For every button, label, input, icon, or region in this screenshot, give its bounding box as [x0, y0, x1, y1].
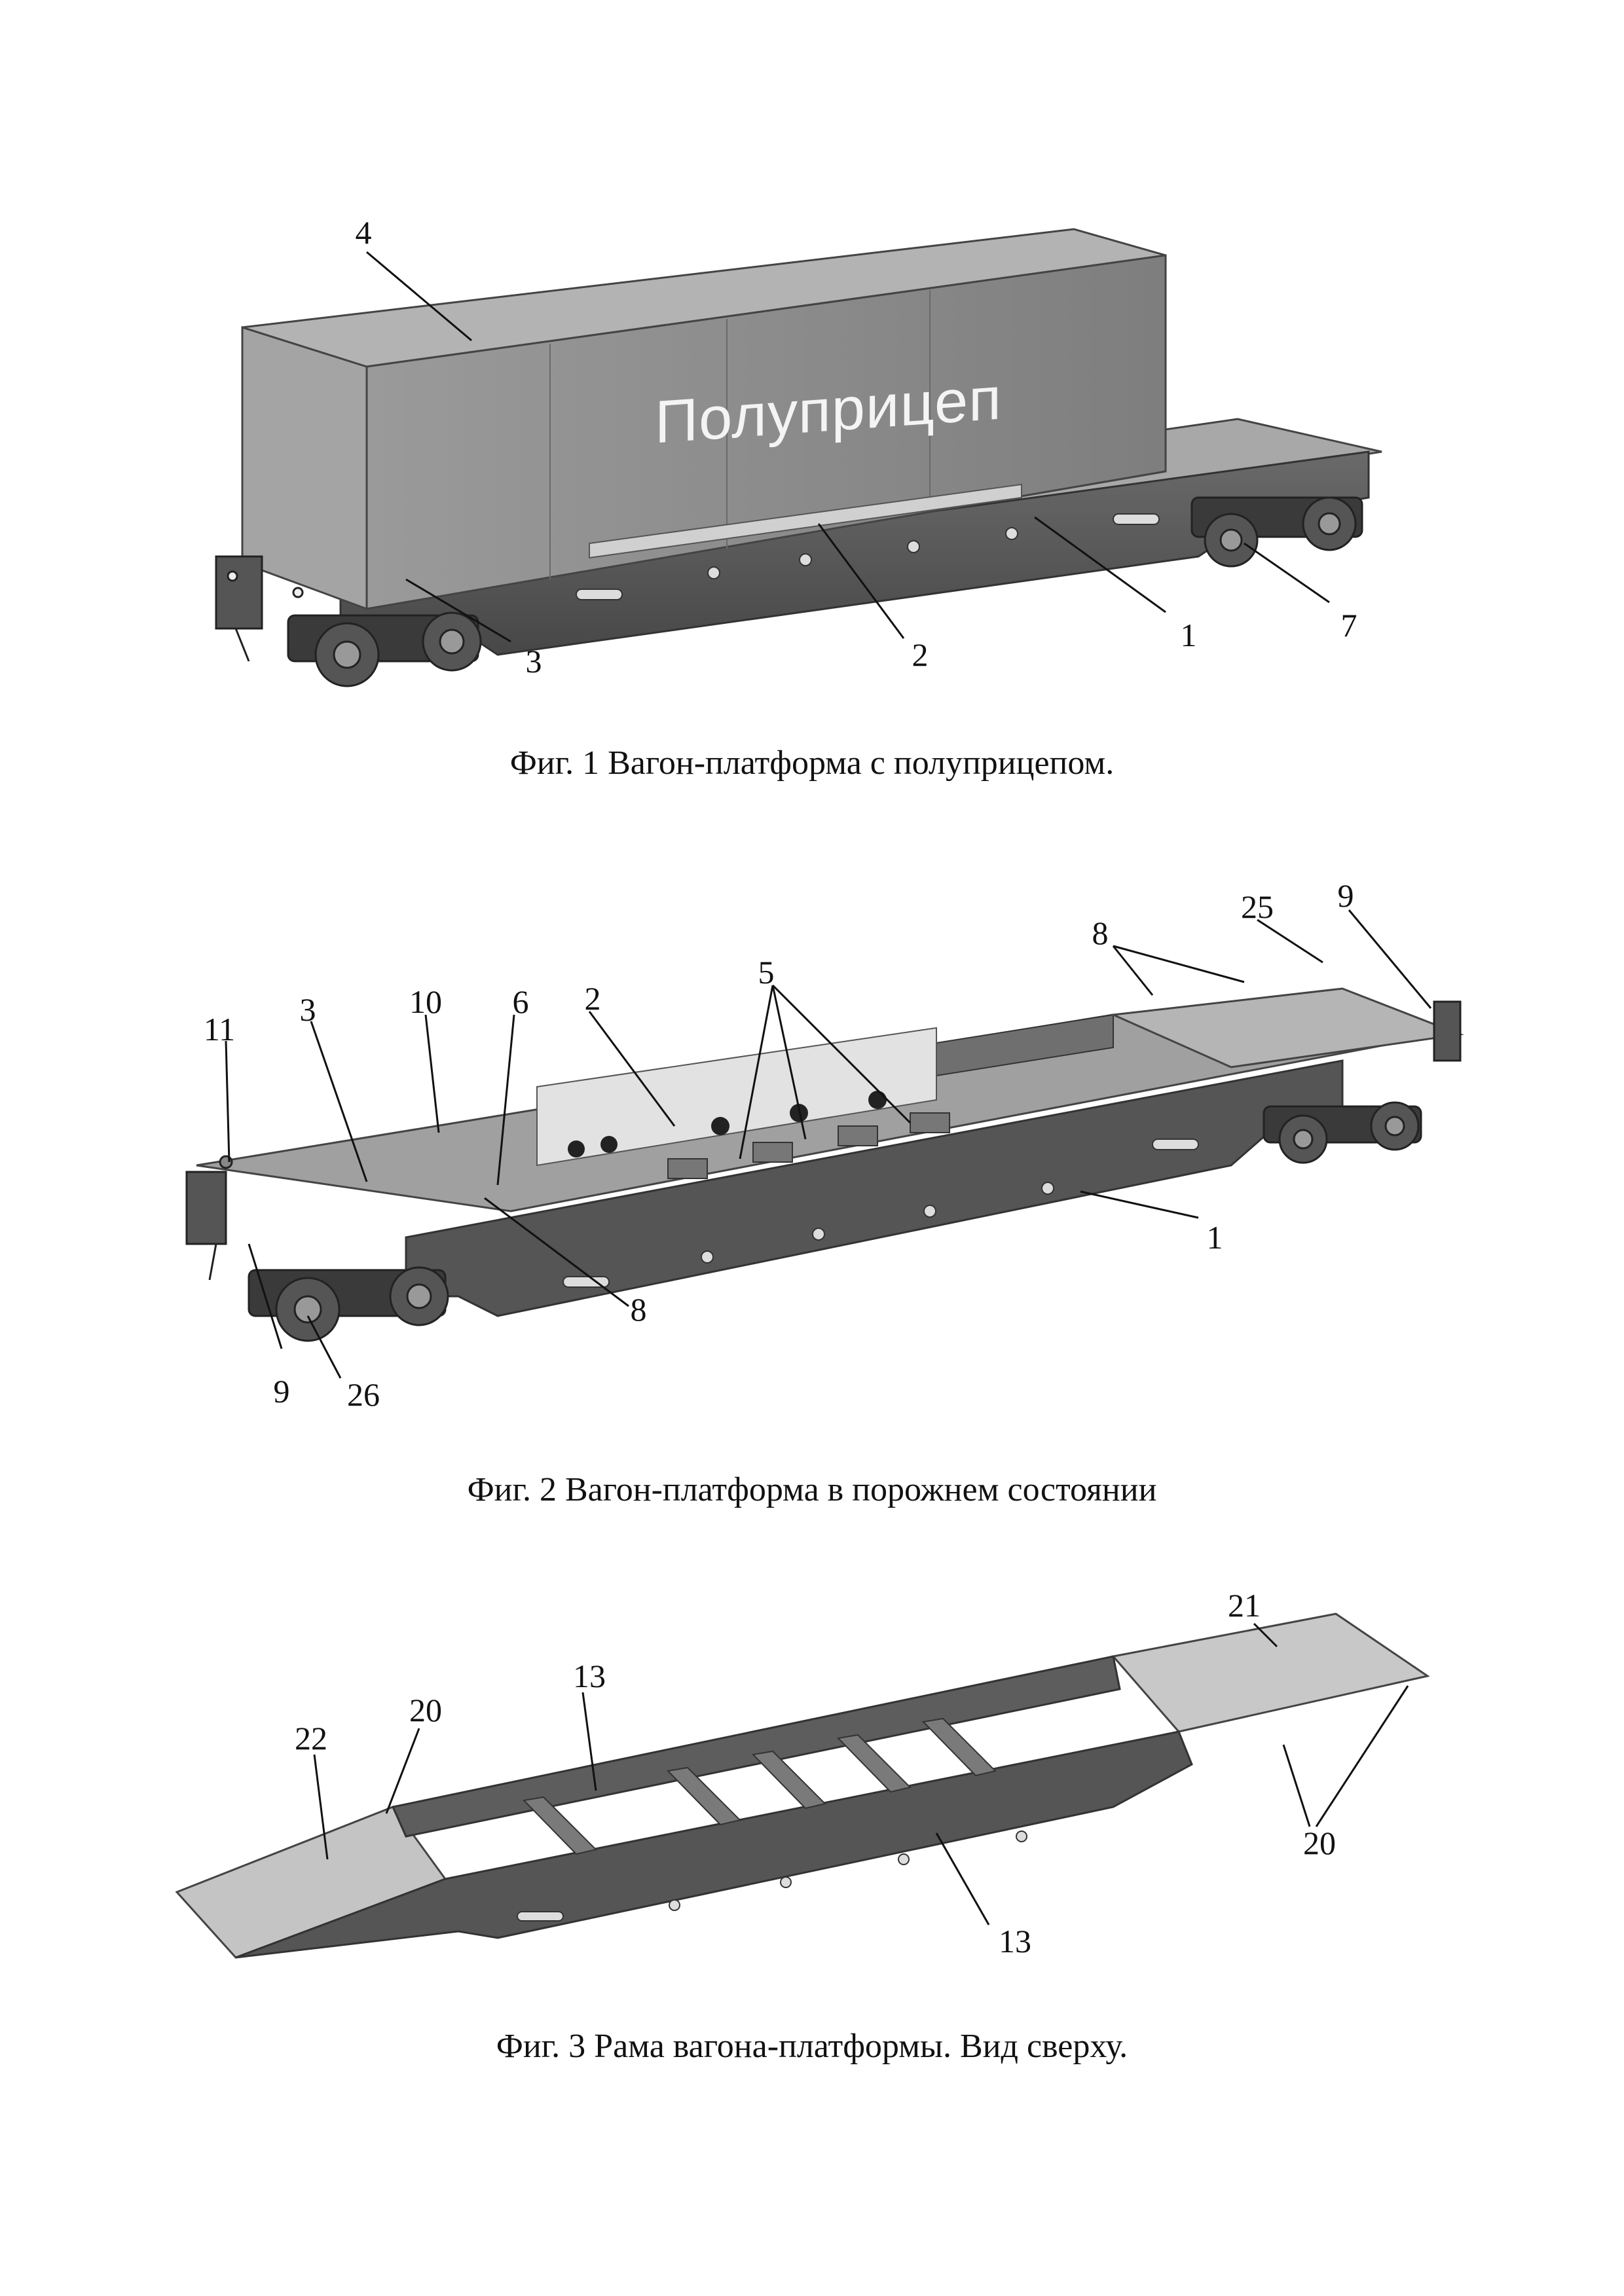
callout-20-right: 20 [1303, 1825, 1336, 1861]
figure-3-caption: Фиг. 3 Рама вагона-платформы. Вид сверху… [496, 2028, 1128, 2065]
callout-9-right: 9 [1337, 877, 1354, 914]
cross-members [667, 1112, 950, 1179]
figure-1-caption: Фиг. 1 Вагон-платформа с полуприцепом. [509, 744, 1115, 782]
callout-20-left: 20 [409, 1692, 442, 1728]
container-side [365, 254, 1167, 610]
shield-holes [568, 1091, 887, 1157]
bogie-left [248, 1266, 449, 1342]
callout-9-left: 9 [273, 1373, 290, 1410]
callout-3: 3 [525, 643, 542, 680]
callout-2: 2 [912, 636, 929, 673]
figure-3: 22 20 13 21 20 13 Фиг. 3 Рама вагона-пла… [0, 1539, 1624, 2296]
callout-13-top: 13 [573, 1658, 606, 1694]
fig2-leaders [225, 909, 1432, 1379]
callout-4: 4 [355, 214, 372, 251]
bogie-right [1263, 1101, 1422, 1164]
callout-11: 11 [203, 1011, 236, 1048]
callout-3: 3 [299, 991, 316, 1028]
car-end-right [1433, 1000, 1462, 1062]
callout-1: 1 [1180, 617, 1197, 653]
side-skirt [589, 483, 1022, 559]
car-end-left [215, 555, 304, 662]
figure-3-drawing [175, 1613, 1430, 1959]
callout-26: 26 [347, 1376, 380, 1413]
far-longitudinal-beam [391, 1655, 1121, 1838]
callout-5: 5 [758, 954, 775, 991]
bogie-left [287, 611, 482, 687]
figure-1-drawing [215, 228, 1382, 687]
bogie-right [1190, 496, 1363, 568]
end-plate-right [1111, 1613, 1430, 1733]
beam-holes [576, 513, 1160, 600]
car-end-left [185, 1155, 233, 1281]
callout-7: 7 [1340, 607, 1357, 644]
near-longitudinal-beam [235, 1730, 1193, 1959]
figure-2: 11 3 10 6 2 5 8 25 9 1 8 9 26 Фиг. 2 Ваг… [0, 818, 1624, 1539]
callout-21: 21 [1228, 1587, 1261, 1624]
beam-holes [517, 1831, 1027, 1922]
callout-1: 1 [1206, 1219, 1223, 1256]
cross-members [522, 1717, 997, 1855]
callout-10: 10 [409, 983, 442, 1020]
callout-2: 2 [584, 980, 601, 1017]
figure-2-drawing [185, 909, 1464, 1379]
callout-22: 22 [295, 1720, 327, 1757]
callout-6: 6 [512, 983, 529, 1020]
callout-13-bottom: 13 [999, 1923, 1031, 1959]
fig3-leaders [313, 1622, 1409, 1925]
figure-2-caption: Фиг. 2 Вагон-платформа в порожнем состоя… [467, 1471, 1157, 1508]
beam-holes [563, 1139, 1199, 1288]
callout-25: 25 [1241, 888, 1274, 925]
figure-1: Полуприцеп 4 3 2 1 7 Фиг. 1 Вагон-платфо… [0, 0, 1624, 818]
callout-8-left: 8 [630, 1291, 647, 1328]
fig1-leaders [366, 251, 1330, 643]
callout-8-right: 8 [1092, 915, 1109, 951]
side-shield [536, 1027, 937, 1167]
